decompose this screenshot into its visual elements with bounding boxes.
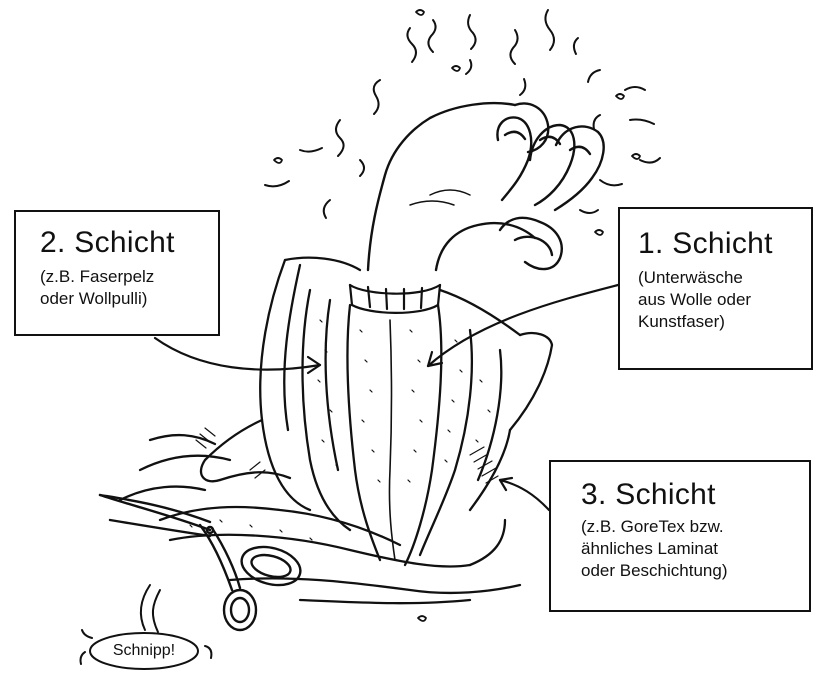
layer-2-line-2: oder Wollpulli) xyxy=(40,288,206,310)
layer-3-line-2: ähnliches Laminat xyxy=(581,538,797,560)
layer-2-line-1: (z.B. Faserpelz xyxy=(40,266,206,288)
label-layer-3: 3. Schicht (z.B. GoreTex bzw. ähnliches … xyxy=(549,460,811,612)
layer-3-line-1: (z.B. GoreTex bzw. xyxy=(581,516,797,538)
motion-lines xyxy=(265,10,660,218)
layer-1-line-2: aus Wolle oder xyxy=(638,289,799,311)
label-layer-1: 1. Schicht (Unterwäsche aus Wolle oder K… xyxy=(618,207,813,370)
layer-3-line-3: oder Beschichtung) xyxy=(581,560,797,582)
hand xyxy=(368,103,604,270)
scissors xyxy=(100,495,305,630)
label-layer-2: 2. Schicht (z.B. Faserpelz oder Wollpull… xyxy=(14,210,220,336)
snip-speech-bubble: Schnipp! xyxy=(90,633,198,669)
cuff xyxy=(350,285,440,313)
layer-3-title: 3. Schicht xyxy=(581,478,797,512)
snip-text: Schnipp! xyxy=(113,642,175,660)
layer-2-title: 2. Schicht xyxy=(40,226,206,260)
layer-1-line-3: Kunstfaser) xyxy=(638,311,799,333)
layer-1-title: 1. Schicht xyxy=(638,227,799,261)
layer-1-line-1: (Unterwäsche xyxy=(638,267,799,289)
